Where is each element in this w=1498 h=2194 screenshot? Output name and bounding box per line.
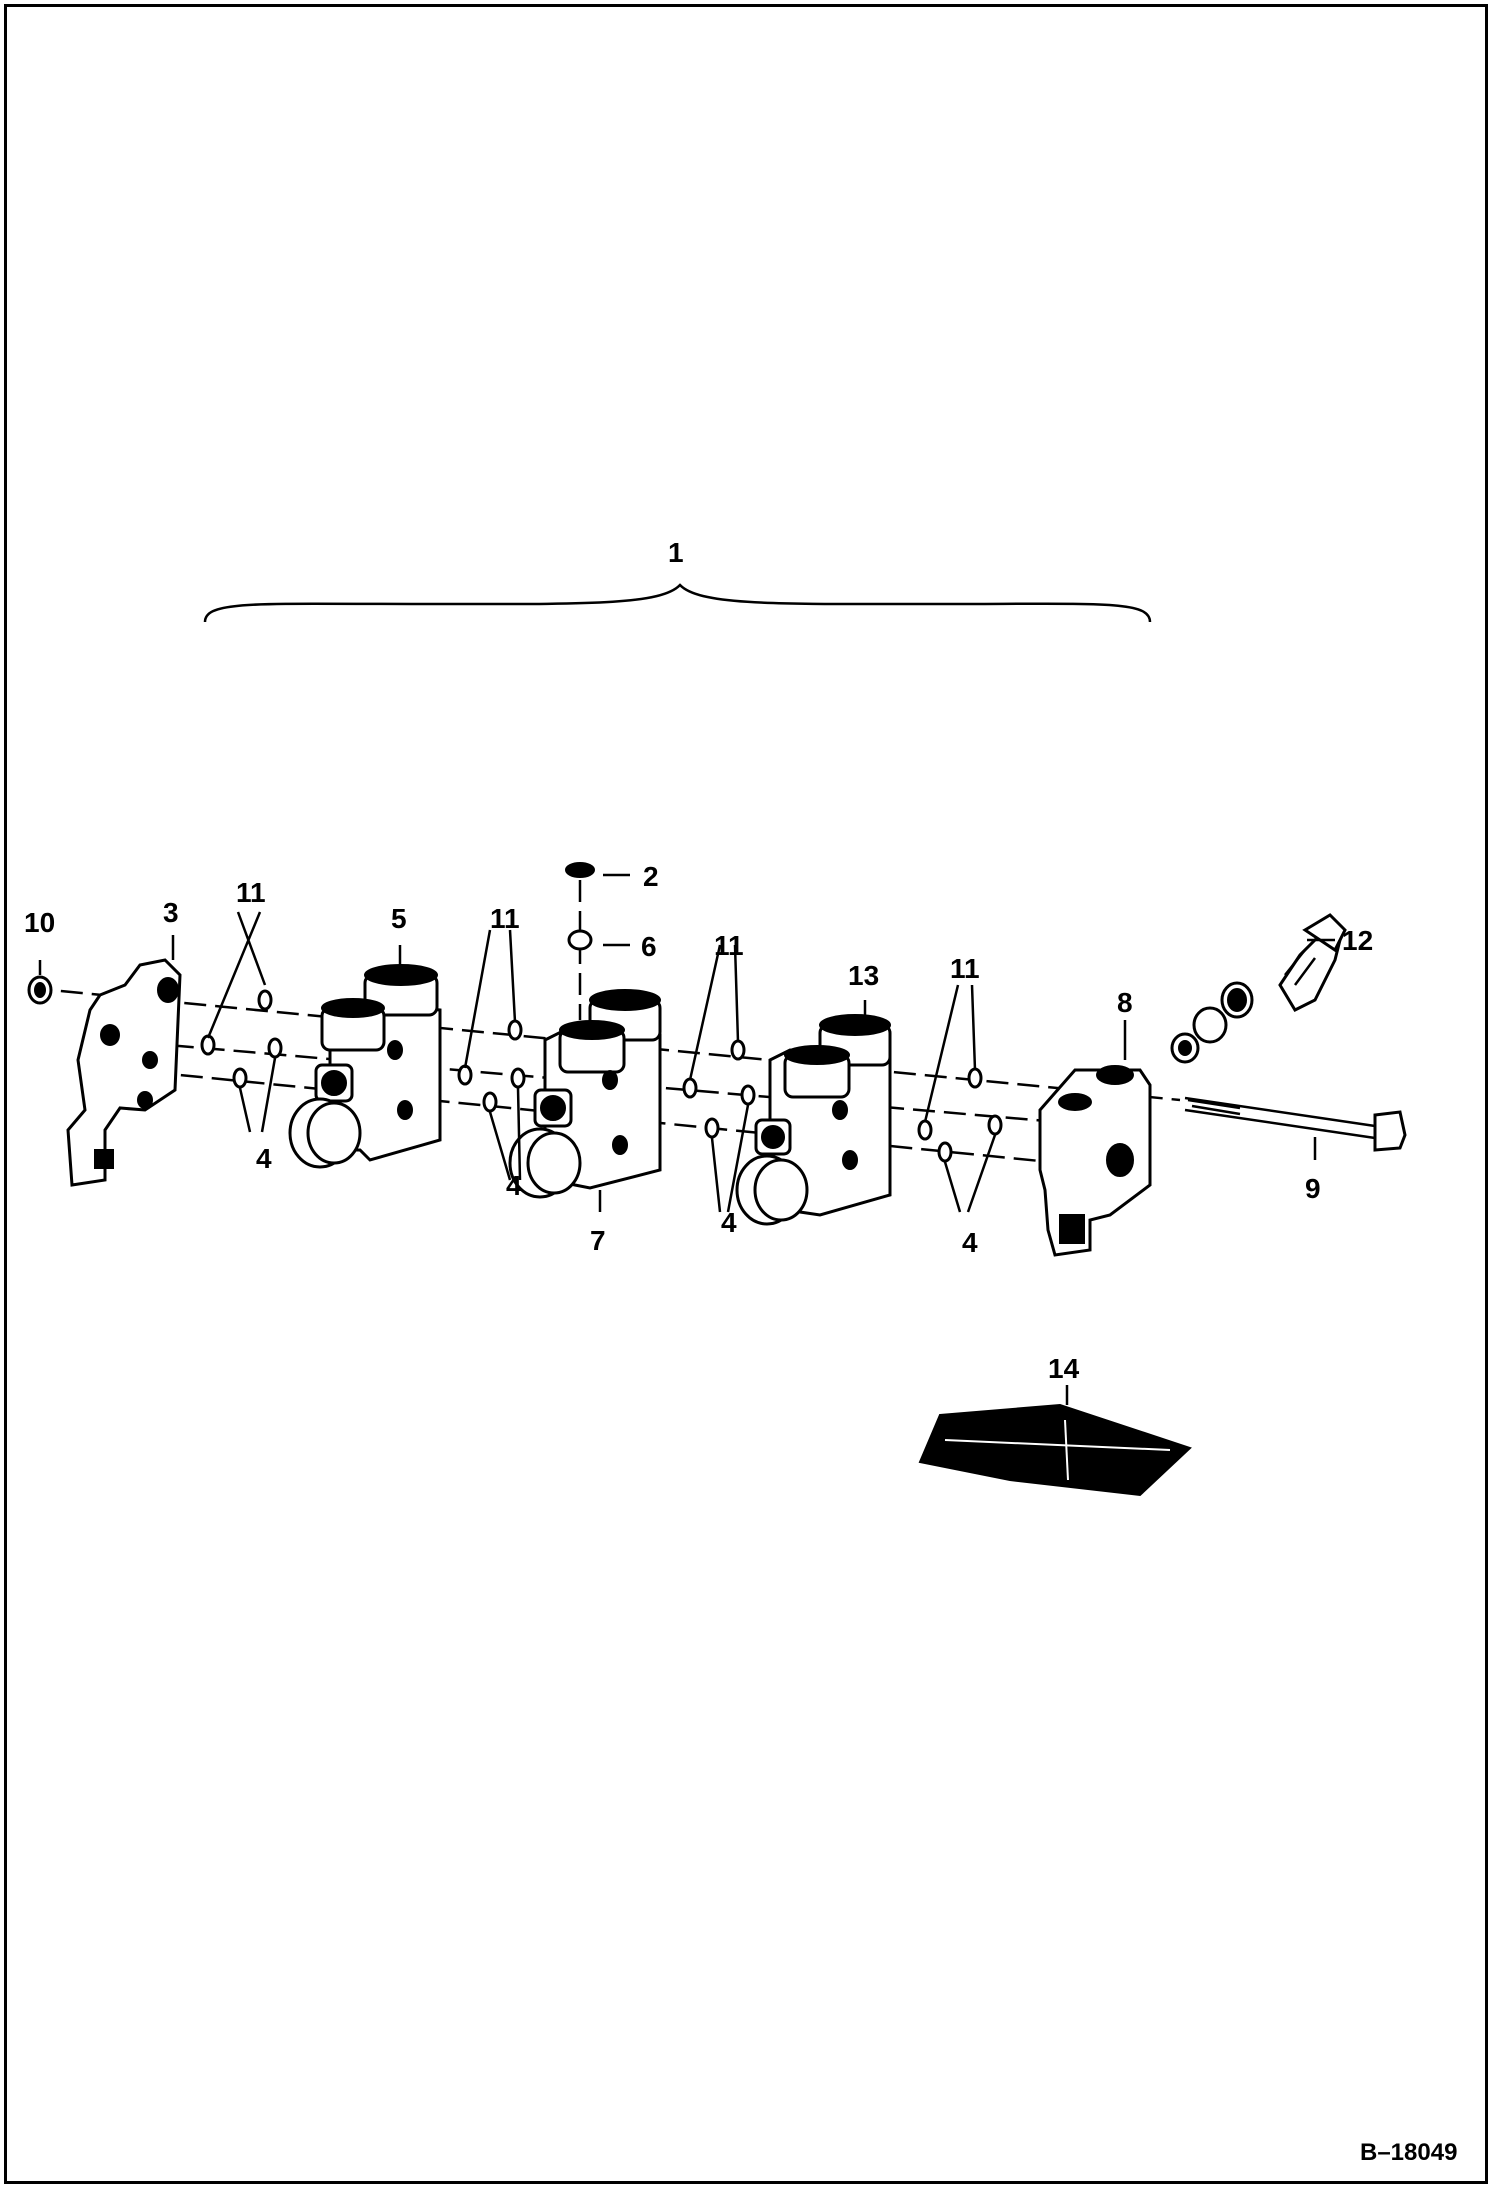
callout-3: 3 (163, 897, 179, 928)
spool-section-part-7 (508, 989, 662, 1199)
callout-14: 14 (1048, 1353, 1080, 1384)
spool-section-part-5 (288, 964, 442, 1169)
leader-lines (38, 873, 1335, 1405)
callout-12: 12 (1342, 925, 1373, 956)
nut-part-10 (27, 975, 53, 1005)
callout-6: 6 (641, 931, 657, 962)
callout-5: 5 (391, 903, 407, 934)
relief-plug-part-12 (1278, 913, 1347, 1012)
callout-11: 11 (490, 903, 520, 934)
callout-10: 10 (24, 907, 55, 938)
tie-bolt-part-9 (1184, 1096, 1407, 1152)
callout-4: 4 (962, 1227, 978, 1258)
seal-part-6 (567, 929, 593, 951)
callout-8: 8 (1117, 987, 1133, 1018)
inlet-section-part-3 (66, 958, 182, 1187)
figure-id: B–18049 (1360, 2139, 1457, 2166)
callout-1: 1 (668, 537, 684, 568)
callout-9: 9 (1305, 1173, 1321, 1204)
o-rings-part-4-11 (200, 989, 1003, 1163)
callout-11: 11 (714, 930, 744, 961)
callout-4: 4 (506, 1170, 522, 1201)
seal-part-2 (565, 862, 595, 878)
assembly-brace (203, 583, 1152, 623)
decal-part-14 (918, 1403, 1192, 1497)
outlet-section-part-8 (1038, 1065, 1152, 1257)
callout-13: 13 (848, 960, 879, 991)
callout-4: 4 (256, 1143, 272, 1174)
callout-4: 4 (721, 1207, 737, 1238)
callout-7: 7 (590, 1225, 606, 1256)
callout-11: 11 (950, 953, 980, 984)
spool-section-part-13 (735, 1014, 892, 1226)
callout-2: 2 (643, 861, 659, 892)
callout-11: 11 (236, 877, 266, 908)
seal-washers-part-12 (1170, 981, 1254, 1064)
